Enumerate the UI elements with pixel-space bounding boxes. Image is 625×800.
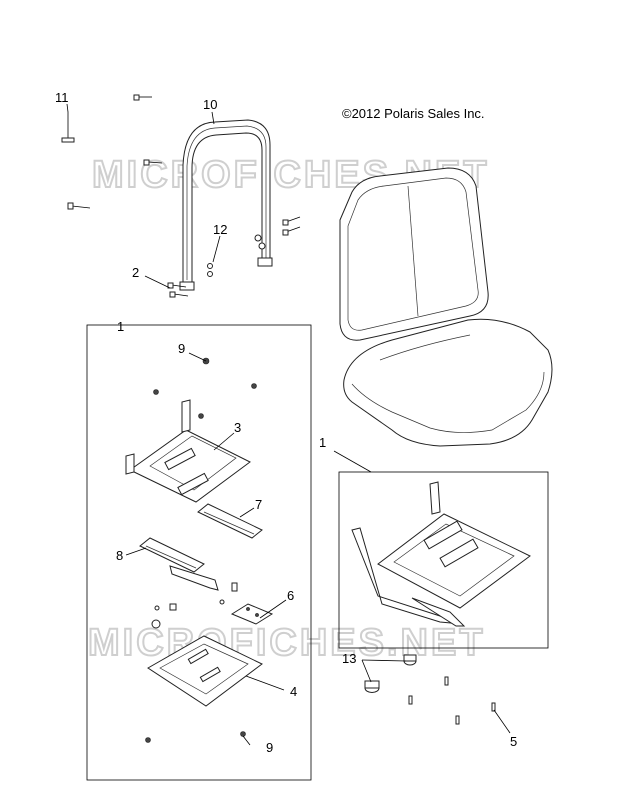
seat-bracket-3: [125, 399, 251, 503]
screws-5: [408, 676, 496, 725]
callout-7: 7: [255, 497, 262, 512]
callout-1-right: 1: [319, 435, 326, 450]
callout-3: 3: [234, 420, 241, 435]
callout-2: 2: [132, 265, 139, 280]
seat-back-cushion: [339, 167, 489, 341]
bolts-right: [282, 216, 301, 236]
nut-left: [153, 389, 159, 395]
callout-13: 13: [342, 651, 356, 666]
copyright-text: ©2012 Polaris Sales Inc.: [342, 106, 485, 121]
seat-bottom-cushion: [343, 318, 553, 447]
slide-rail-7: [197, 503, 263, 539]
callout-1-left: 1: [117, 319, 124, 334]
bumper-13b: [364, 680, 380, 693]
nut-bottom-left: [145, 737, 151, 743]
nut-right: [251, 383, 257, 389]
nut-center: [198, 413, 204, 419]
watermark-bottom: MICROFICHES.NET: [88, 622, 486, 664]
seat-frame-bar: [179, 119, 273, 291]
bolts-2: [167, 282, 189, 298]
callout-9-bottom: 9: [266, 740, 273, 755]
callout-6: 6: [287, 588, 294, 603]
callout-11: 11: [55, 90, 69, 105]
nuts-frame: [207, 234, 266, 277]
callout-4: 4: [290, 684, 297, 699]
kit-box-left: [86, 324, 312, 781]
callout-9-top: 9: [178, 341, 185, 356]
bolt-mid: [143, 159, 163, 166]
hardware-small: [151, 582, 238, 629]
seat-bracket-assembled: [351, 481, 531, 627]
bolt-top: [133, 94, 152, 101]
base-plate-4: [147, 635, 263, 707]
callout-5: 5: [510, 734, 517, 749]
kit-box-right: [338, 471, 549, 649]
bumper-13a: [403, 654, 417, 666]
spacer-plate-6: [230, 603, 274, 625]
slide-rail-8: [139, 537, 219, 591]
callout-10: 10: [203, 97, 217, 112]
callout-12: 12: [213, 222, 227, 237]
callout-8: 8: [116, 548, 123, 563]
nut-9-bottom: [240, 731, 246, 737]
bolt-left: [67, 202, 91, 210]
bolt-11: [61, 112, 75, 143]
